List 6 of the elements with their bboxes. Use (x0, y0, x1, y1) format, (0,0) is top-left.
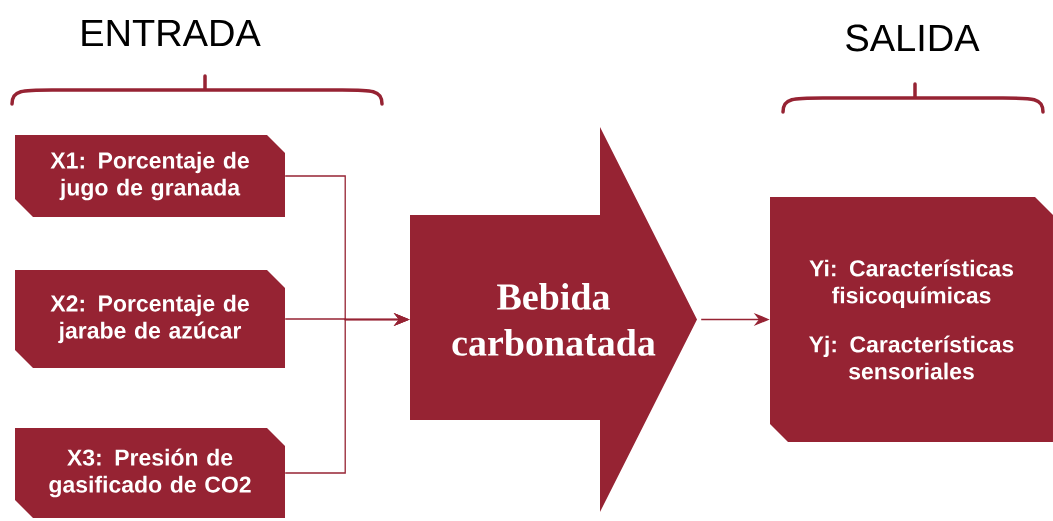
input-box: X1: Porcentaje de jugo de granada (15, 135, 285, 217)
heading: ENTRADA (82, 19, 261, 47)
heading: SALIDA (846, 24, 980, 52)
input-box: X3: Presión de gasificado de CO2 (15, 428, 285, 518)
input-box: X2: Porcentaje de jarabe de azúcar (15, 270, 285, 368)
output-box: Yi: Características fisicoquímicas Yj: Características sensoriales (770, 197, 1053, 442)
